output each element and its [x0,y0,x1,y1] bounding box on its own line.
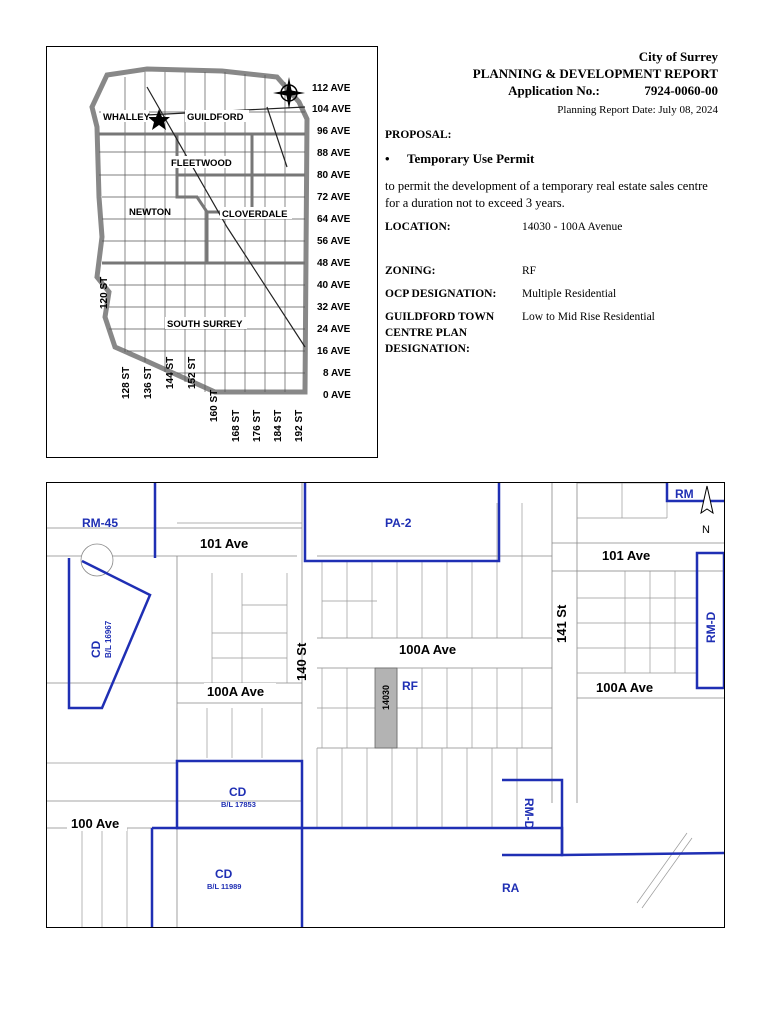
city-boundary [89,66,310,395]
zoning-value: RF [522,265,537,277]
subject-lot [374,667,398,749]
ocp-label: OCP DESIGNATION: [385,288,497,300]
location-label: LOCATION: [385,221,451,233]
key-map-grid [99,72,305,392]
svg-text:144 ST: 144 ST [165,357,176,389]
zone-label-rm45: RM-45 [82,516,118,530]
zone-label-cd1-bylaw: B/L 16967 [104,620,113,658]
zone-label-rmd-low: RM-D [522,798,536,830]
svg-text:96 AVE: 96 AVE [317,126,351,137]
svg-text:8 AVE: 8 AVE [323,368,351,379]
svg-text:64 AVE: 64 AVE [317,214,351,225]
zone-label-cd3-bylaw: B/L 11989 [207,882,241,891]
street-label-101-ave-left: 101 Ave [200,536,248,551]
zone-label-cd2: CD [229,785,247,799]
north-arrow-icon: N [697,485,717,536]
svg-text:112 AVE: 112 AVE [312,83,351,94]
svg-text:192 ST: 192 ST [294,410,305,442]
zone-label-rf: RF [402,679,418,693]
site-map: RM-45 PA-2 RM CD B/L 16967 RM-D RF CD B/… [46,482,725,928]
compass-icon [273,77,305,109]
svg-text:32 AVE: 32 AVE [317,302,351,313]
avenue-labels: 112 AVE 104 AVE 96 AVE 88 AVE 80 AVE 72 … [312,83,351,401]
district-boundaries [99,132,305,265]
area-label-fleetwood: FLEETWOOD [171,158,232,169]
svg-text:120 ST: 120 ST [99,277,110,309]
street-label-101-ave-right: 101 Ave [602,548,650,563]
svg-text:0 AVE: 0 AVE [323,390,351,401]
tcp-value: Low to Mid Rise Residential [522,311,655,323]
area-label-cloverdale: CLOVERDALE [222,209,287,220]
zone-label-rmd-right: RM-D [704,611,718,643]
north-label: N [702,524,710,536]
application-number: Application No.: 7924-0060-00 [388,82,718,99]
application-value: 7924-0060-00 [644,83,718,98]
street-label-100a-ave-mid: 100A Ave [399,642,456,657]
zone-label-cd2-bylaw: B/L 17853 [221,800,256,809]
svg-text:136 ST: 136 ST [143,367,154,399]
zone-label-rm-top: RM [675,487,694,501]
subject-lot-label: 14030 [381,685,391,710]
svg-text:168 ST: 168 ST [231,410,242,442]
area-label-newton: NEWTON [129,207,171,218]
area-label-south-surrey: SOUTH SURREY [167,319,243,330]
location-value: 14030 - 100A Avenue [522,221,623,233]
street-label-141-st: 141 St [554,604,569,643]
key-map-svg: WHALLEY GUILDFORD FLEETWOOD NEWTON CLOVE… [89,66,351,442]
svg-text:80 AVE: 80 AVE [317,170,351,181]
ocp-value: Multiple Residential [522,288,617,300]
svg-text:160 ST: 160 ST [209,390,220,422]
proposal-bullet-text: Temporary Use Permit [407,151,535,166]
svg-text:48 AVE: 48 AVE [317,258,351,269]
svg-text:88 AVE: 88 AVE [317,148,351,159]
application-label: Application No.: [508,83,600,98]
city-name: City of Surrey [638,49,718,64]
area-label-guildford: GUILDFORD [187,112,244,123]
street-label-100-ave: 100 Ave [71,816,119,831]
area-label-whalley: WHALLEY [103,112,151,123]
cul-de-sac [80,543,114,577]
svg-text:72 AVE: 72 AVE [317,192,351,203]
zone-label-cd1: CD [89,640,103,658]
street-labels: 120 ST 128 ST 136 ST 144 ST 152 ST 160 S… [99,277,305,442]
zone-label-pa2: PA-2 [385,516,412,530]
svg-text:152 ST: 152 ST [187,357,198,389]
svg-text:104 AVE: 104 AVE [312,104,351,115]
street-label-100a-ave-right: 100A Ave [596,680,653,695]
proposal-heading: PROPOSAL: [385,129,452,141]
zone-boundaries [67,483,724,927]
zoning-label: ZONING: [385,265,436,277]
proposal-description: to permit the development of a temporary… [385,179,708,210]
svg-text:40 AVE: 40 AVE [317,280,351,291]
key-map: WHALLEY GUILDFORD FLEETWOOD NEWTON CLOVE… [46,46,378,458]
report-title: PLANNING & DEVELOPMENT REPORT [472,66,718,81]
site-map-svg: RM-45 PA-2 RM CD B/L 16967 RM-D RF CD B/… [47,483,724,927]
zone-label-cd3: CD [215,867,233,881]
tcp-label: GUILDFORD TOWN CENTRE PLAN DESIGNATION: [385,311,495,355]
svg-text:128 ST: 128 ST [121,367,132,399]
svg-text:24 AVE: 24 AVE [317,324,351,335]
site-star-icon [148,109,170,130]
svg-text:176 ST: 176 ST [252,410,263,442]
svg-text:56 AVE: 56 AVE [317,236,351,247]
proposal-bullet: •Temporary Use Permit [385,151,535,166]
zone-label-ra: RA [502,881,520,895]
report-date: Planning Report Date: July 08, 2024 [557,104,718,116]
street-label-100a-ave-left: 100A Ave [207,684,264,699]
svg-text:16 AVE: 16 AVE [317,346,351,357]
svg-text:184 ST: 184 ST [273,410,284,442]
street-label-140-st: 140 St [294,642,309,681]
